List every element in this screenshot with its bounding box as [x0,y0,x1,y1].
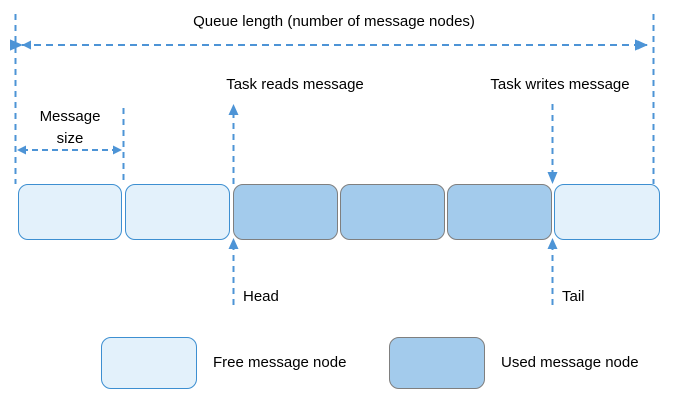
message-node-0[interactable] [18,184,122,240]
task-writes-message-label: Task writes message [490,76,630,93]
head-arrowhead [228,238,239,249]
message-size-label-line1: Message [39,108,101,125]
message-node-3[interactable] [340,184,445,240]
legend-label-free: Free message node [213,354,347,371]
head-label: Head [243,288,279,305]
message-node-4[interactable] [447,184,552,240]
task-writes-arrowhead [547,172,558,184]
tail-label: Tail [562,288,585,305]
legend-swatch-free [101,337,197,389]
tail-arrowhead [547,238,558,249]
message-node-5[interactable] [554,184,660,240]
diagram-title: Queue length (number of message nodes) [193,13,475,30]
task-reads-message-label: Task reads message [226,76,364,93]
legend-label-used: Used message node [501,354,639,371]
message-size-label-line2: size [56,130,84,147]
legend-swatch-used [389,337,485,389]
message-node-1[interactable] [125,184,230,240]
message-node-2[interactable] [233,184,338,240]
task-reads-arrowhead [228,104,239,115]
